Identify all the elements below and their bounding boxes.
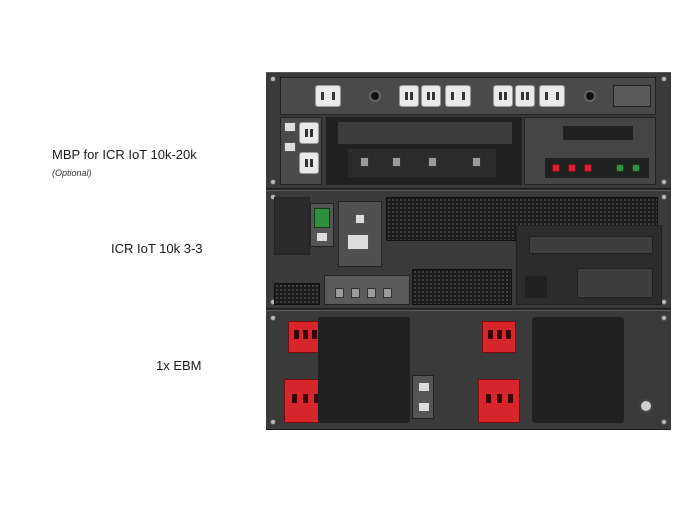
- network-card-board: [314, 208, 330, 228]
- screw: [661, 315, 667, 321]
- switch-terminal: [472, 157, 481, 167]
- battery-cover-left: [318, 317, 410, 423]
- battery-terminal: [351, 288, 360, 298]
- ups-output-terminals: [545, 158, 649, 178]
- warning-label: [613, 85, 651, 107]
- mbp-optional-label: (Optional): [52, 168, 92, 178]
- equipment-rack-image: [266, 72, 671, 430]
- network-card: [310, 203, 334, 247]
- vent-grill-left: [274, 283, 320, 305]
- battery-terminal: [335, 288, 344, 298]
- serial-port: [347, 234, 369, 250]
- ups-label: ICR IoT 10k 3-3: [111, 241, 203, 256]
- network-port: [418, 382, 430, 392]
- power-outlet: [515, 85, 535, 107]
- power-outlet: [493, 85, 513, 107]
- ebm-comm-module: [412, 375, 434, 419]
- mbp-label: MBP for ICR IoT 10k-20k: [52, 147, 197, 162]
- terminal-marker: [552, 164, 560, 172]
- ac-output-block: [529, 236, 653, 254]
- mbp-center-top-bay: [337, 121, 513, 145]
- power-outlet: [299, 152, 319, 174]
- switch-terminal: [392, 157, 401, 167]
- mbp-top-outlet-strip: [280, 77, 656, 115]
- terminal-marker: [616, 164, 624, 172]
- mbp-side-outlet-panel: [280, 117, 322, 185]
- terminal-marker: [584, 164, 592, 172]
- battery-cover-right: [532, 317, 624, 423]
- network-port: [284, 122, 296, 132]
- power-outlet: [399, 85, 419, 107]
- battery-terminal: [367, 288, 376, 298]
- battery-port-panel: [324, 275, 410, 305]
- power-outlet: [315, 85, 341, 107]
- terminal-marker: [568, 164, 576, 172]
- power-outlet: [445, 85, 471, 107]
- breaker-knob: [369, 90, 381, 102]
- ebm-label: 1x EBM: [156, 358, 202, 373]
- ups-input-terminals: [563, 126, 633, 140]
- ac-io-panel: [516, 225, 662, 305]
- network-port: [418, 402, 430, 412]
- screw: [661, 76, 667, 82]
- power-outlet: [539, 85, 565, 107]
- switch-terminal: [428, 157, 437, 167]
- ac-input-block: [577, 268, 653, 298]
- switch-terminal: [360, 157, 369, 167]
- mbp-unit: [266, 72, 671, 189]
- battery-connector: [482, 321, 516, 353]
- breaker-knob: [584, 90, 596, 102]
- battery-terminal: [383, 288, 392, 298]
- screw: [270, 76, 276, 82]
- screw: [661, 179, 667, 185]
- ups-unit: [266, 190, 671, 309]
- comms-bay: [274, 197, 310, 255]
- screw: [270, 179, 276, 185]
- mbp-switch-block: [347, 148, 497, 178]
- screw: [661, 194, 667, 200]
- mbp-terminal-panel: [524, 117, 656, 185]
- network-port: [316, 232, 328, 242]
- terminal-marker: [632, 164, 640, 172]
- network-port: [284, 142, 296, 152]
- battery-connector: [478, 379, 520, 423]
- screw: [270, 419, 276, 425]
- screw: [661, 419, 667, 425]
- battery-connector: [288, 321, 322, 353]
- input-breaker: [525, 276, 547, 298]
- vent-grill-bottom: [412, 269, 512, 305]
- usb-port: [355, 214, 365, 224]
- ebm-unit: [266, 310, 671, 430]
- screw: [270, 315, 276, 321]
- power-outlet: [299, 122, 319, 144]
- ground-terminal: [639, 399, 653, 413]
- power-outlet: [421, 85, 441, 107]
- intelligent-slot: [338, 201, 382, 267]
- mbp-center-module: [326, 117, 522, 185]
